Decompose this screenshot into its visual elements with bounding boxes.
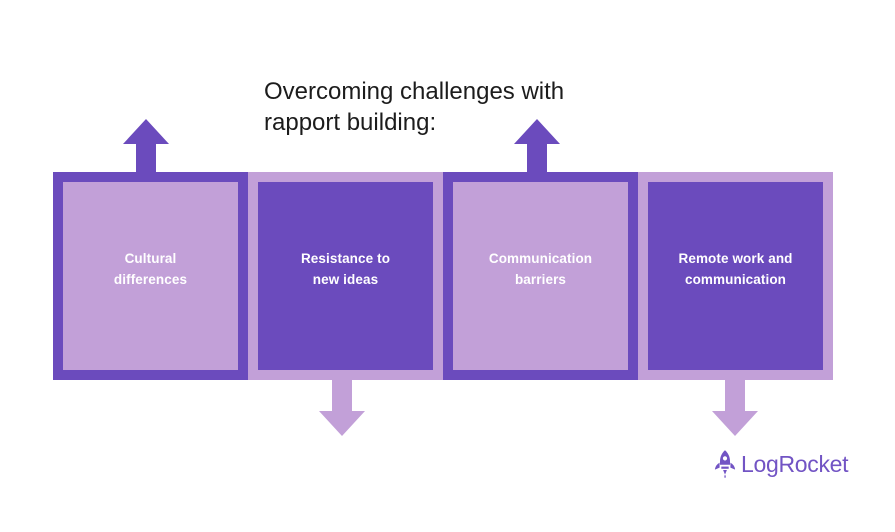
challenge-box-row: Cultural differences Resistance to new i… — [53, 172, 833, 380]
challenge-box-label: Resistance to new ideas — [300, 251, 391, 287]
arrow-up-3 — [514, 119, 560, 179]
challenge-box-remote-work-and-communication[interactable]: Remote work and communication — [638, 172, 833, 380]
arrow-down-4 — [712, 376, 758, 436]
challenge-box-label: Cultural differences — [113, 251, 188, 287]
rocket-icon — [712, 449, 738, 479]
challenge-box-communication-barriers[interactable]: Communication barriers — [443, 172, 638, 380]
arrow-up-1 — [123, 119, 169, 179]
challenge-box-label: Remote work and communication — [678, 251, 793, 287]
logrocket-logo: LogRocket — [712, 449, 849, 479]
challenge-box-cultural-differences[interactable]: Cultural differences — [53, 172, 248, 380]
challenge-box-label: Communication barriers — [488, 251, 593, 287]
page-title: Overcoming challenges with rapport build… — [264, 78, 565, 136]
arrow-down-2 — [319, 376, 365, 436]
logrocket-wordmark: LogRocket — [741, 450, 849, 477]
challenge-box-resistance-to-new-ideas[interactable]: Resistance to new ideas — [248, 172, 443, 380]
